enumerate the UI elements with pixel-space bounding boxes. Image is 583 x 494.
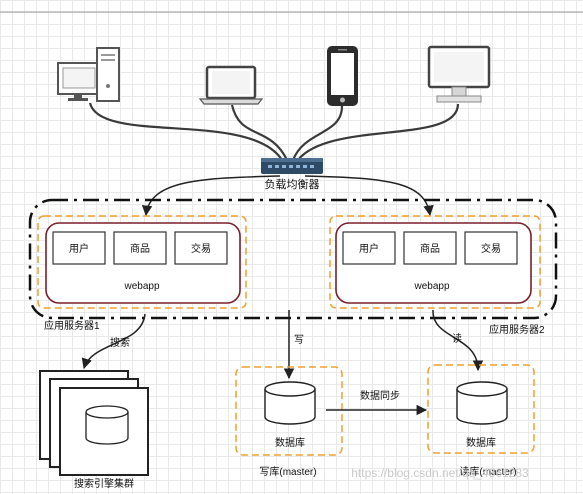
db-read-boundary [427,364,535,454]
data-sync-label: 数据同步 [360,389,400,402]
db-write-icon [264,381,316,425]
db-write-label: 数据库 [275,436,305,449]
search-edge-label: 搜索 [110,336,130,349]
lb-to-server1-arrow [141,175,281,217]
webapp-1-label: webapp [123,281,159,292]
search-cluster [39,370,149,476]
module-product-1 [113,231,167,265]
app-server-2: 用户 商品 交易 webapp [329,215,541,309]
db-write-caption: 写库(master) [259,465,316,478]
module-product-2 [403,231,457,265]
load-balancer-label: 负载均衡器 [265,177,320,191]
db-read-caption: 读库(master) [459,465,516,478]
smartphone-icon [327,46,358,106]
app-server-2-boundary [329,215,541,309]
search-db-icon [85,405,129,445]
switch-icon [261,158,323,174]
desktop-pc-icon [57,47,120,102]
module-product-1-label: 商品 [130,242,150,255]
module-user-1 [52,231,106,265]
write-edge-label: 写 [294,334,304,346]
read-arrow [432,309,484,372]
app-server-1: 用户 商品 交易 webapp [37,215,247,309]
client-cables [88,102,460,161]
laptop-icon [198,65,264,105]
module-user-1-label: 用户 [69,242,89,255]
module-trade-1 [174,231,228,265]
app-server-1-boundary [37,215,247,309]
read-edge-label: 读 [452,332,462,345]
webapp-2-label: webapp [413,281,449,292]
search-arrow [81,313,146,370]
module-trade-2 [464,231,518,265]
module-trade-2-label: 交易 [481,242,501,255]
app-server-1-label: 应用服务器1 [44,319,100,332]
lb-to-server2-arrow [304,175,434,217]
watermark-text: https://blog.csdn.net/qq_4361283 [351,466,529,480]
module-product-2-label: 商品 [420,242,440,255]
db-read-label: 数据库 [466,436,496,449]
app-server-2-label: 应用服务器2 [489,323,545,336]
monitor-icon [427,45,491,103]
db-write-boundary [235,366,343,456]
db-read-icon [456,381,508,425]
module-user-2-label: 用户 [359,242,379,255]
search-cluster-label: 搜索引擎集群 [74,477,134,490]
module-trade-1-label: 交易 [191,242,211,255]
search-node-front [59,387,149,476]
module-user-2 [342,231,396,265]
app-cluster-boundary [28,198,558,320]
